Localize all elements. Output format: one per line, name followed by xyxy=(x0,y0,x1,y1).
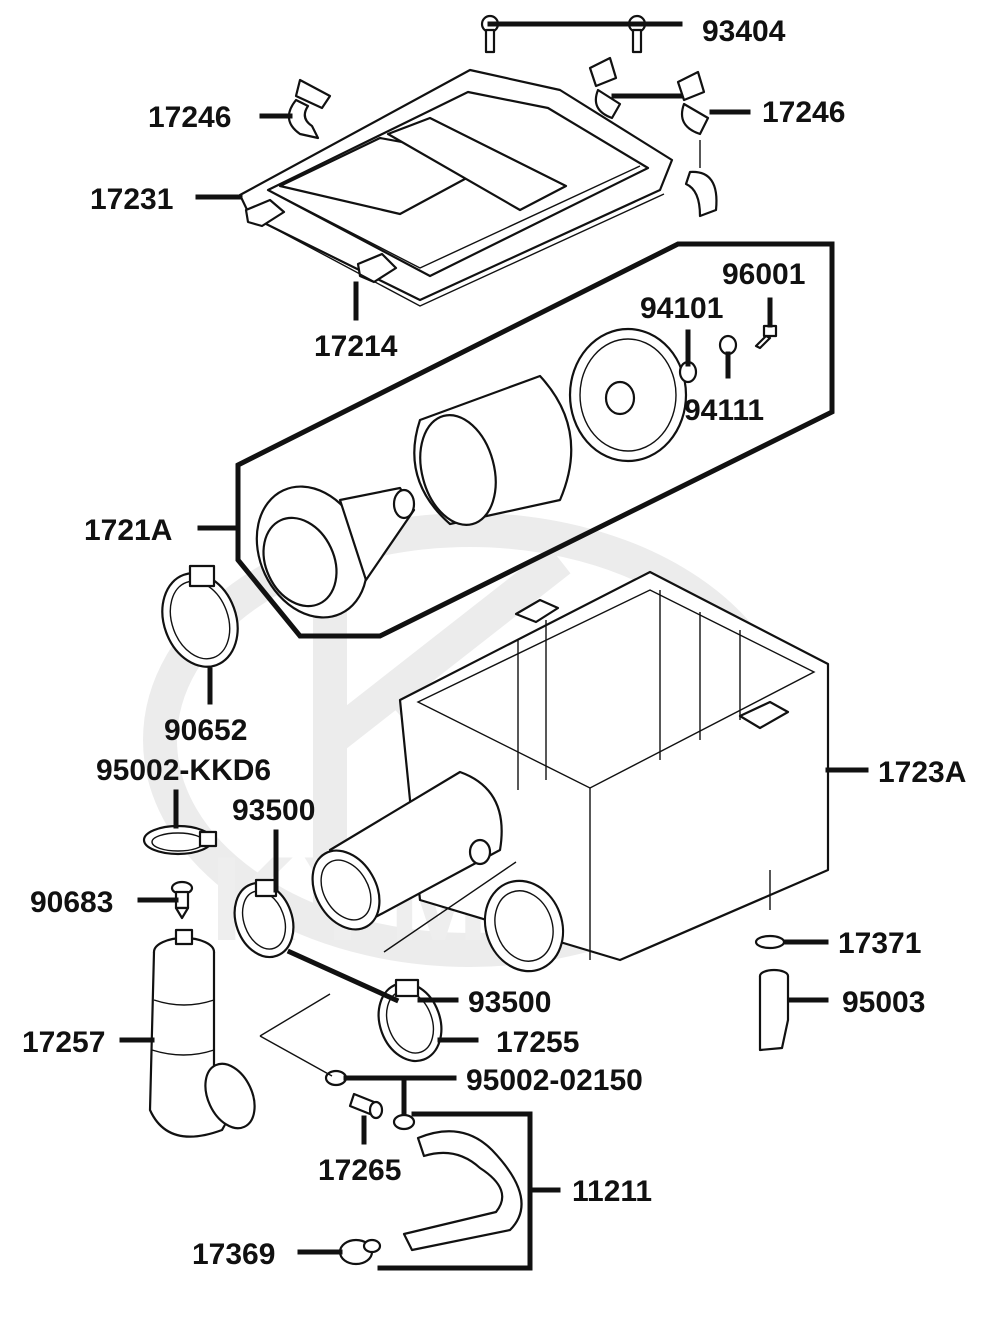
label-95003: 95003 xyxy=(842,986,925,1019)
clip-17246-right-drawing xyxy=(588,56,718,218)
label-93500-bottom: 93500 xyxy=(468,986,551,1019)
clamp-17369-drawing xyxy=(338,1238,382,1266)
label-17231: 17231 xyxy=(90,183,173,216)
clamp-95002-KKD6-drawing xyxy=(142,824,218,856)
hose-11211-drawing xyxy=(402,1130,523,1252)
label-90683: 90683 xyxy=(30,886,113,919)
fitting-90683-drawing xyxy=(170,880,194,920)
label-17246-left: 17246 xyxy=(148,101,231,134)
label-17255: 17255 xyxy=(496,1026,579,1059)
leader-lines xyxy=(119,21,869,1271)
label-1721A: 1721A xyxy=(84,514,172,547)
label-17257: 17257 xyxy=(22,1026,105,1059)
label-93404: 93404 xyxy=(702,15,786,48)
clamp-93500-lower-drawing xyxy=(377,978,443,1063)
label-17246-right: 17246 xyxy=(762,96,845,129)
filter-kit-1721A-boundary xyxy=(235,241,835,639)
label-95002-02150: 95002-02150 xyxy=(466,1064,643,1097)
washer-94111-drawing xyxy=(718,334,738,356)
label-17369: 17369 xyxy=(192,1238,275,1271)
clip-17371-drawing xyxy=(754,934,786,950)
filter-element-drawing xyxy=(413,374,573,526)
intake-tube-17257-drawing xyxy=(148,928,256,1138)
label-17371: 17371 xyxy=(838,927,921,960)
air-box-1723A-drawing xyxy=(398,570,830,962)
clip-17246-left-drawing xyxy=(287,78,332,140)
plug-17265-drawing xyxy=(348,1092,384,1120)
outlet-boot-drawing xyxy=(483,879,565,973)
label-1723A: 1723A xyxy=(878,756,966,789)
label-11211: 11211 xyxy=(572,1175,652,1208)
filter-plate-drawing xyxy=(568,327,688,463)
intake-duct-drawing xyxy=(311,770,503,931)
air-box-cover-17231-drawing xyxy=(238,68,674,307)
clamp-90652-drawing xyxy=(161,564,239,668)
drain-95003-drawing xyxy=(758,968,790,1052)
screw-96001-drawing xyxy=(754,324,778,350)
label-17265: 17265 xyxy=(318,1154,401,1187)
label-90652: 90652 xyxy=(164,714,247,747)
label-94101: 94101 xyxy=(640,292,723,325)
label-17214: 17214 xyxy=(314,330,398,363)
label-93500-top: 93500 xyxy=(232,794,315,827)
filter-cage-drawing xyxy=(255,485,416,619)
screw-93404-drawing xyxy=(480,14,647,54)
label-94111: 94111 xyxy=(684,394,764,427)
label-95002-KKD6: 95002-KKD6 xyxy=(96,754,271,787)
label-96001: 96001 xyxy=(722,258,805,291)
